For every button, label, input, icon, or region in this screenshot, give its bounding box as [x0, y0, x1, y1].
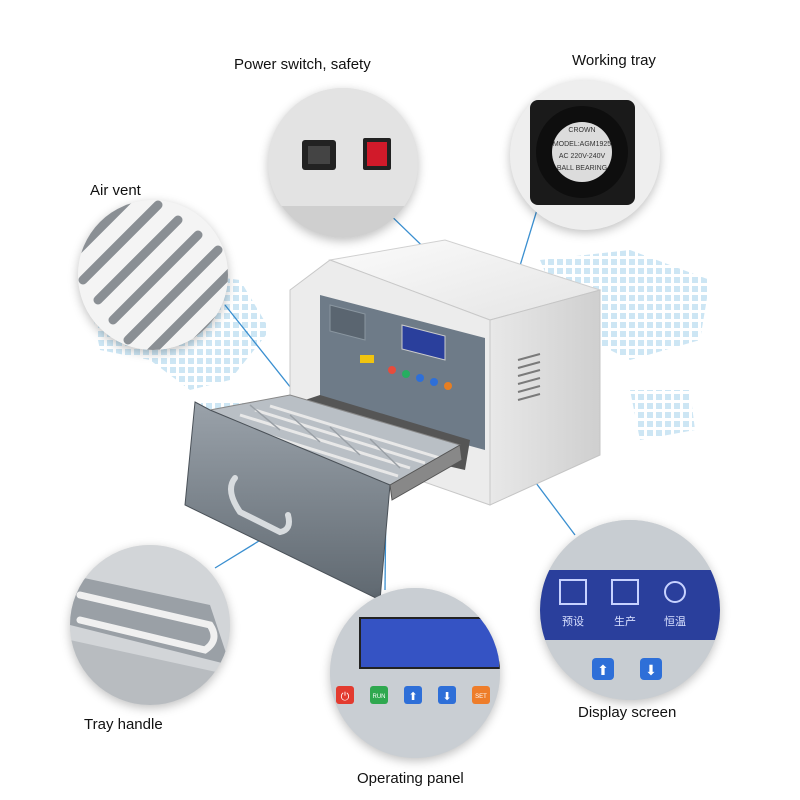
svg-text:⬆: ⬆	[597, 663, 609, 679]
svg-text:⬇: ⬇	[442, 690, 451, 703]
svg-text:⬆: ⬆	[408, 690, 417, 703]
set-button-label: SET	[475, 694, 487, 700]
tray-handle-detail	[70, 545, 230, 705]
operating-panel-detail: ⏻ RUN ⬆ ⬇ SET	[330, 588, 500, 758]
display-constant-temp: 恒温	[664, 615, 686, 628]
run-button-label: RUN	[373, 694, 386, 700]
fan-spec-2: BALL BEARING	[557, 165, 607, 172]
svg-text:⏻: ⏻	[341, 690, 350, 703]
label-working-tray: Working tray	[572, 52, 656, 69]
label-operating-panel: Operating panel	[357, 770, 464, 787]
label-display-screen: Display screen	[578, 704, 677, 721]
display-production: 生产	[614, 614, 636, 628]
display-preset: 预设	[562, 615, 584, 628]
power-switch-detail	[268, 88, 418, 238]
fan-brand: CROWN	[568, 127, 595, 134]
reflow-oven	[184, 239, 602, 601]
fan-model: MODEL:AGM1925	[553, 141, 611, 148]
label-tray-handle: Tray handle	[84, 716, 163, 733]
fan-detail: CROWN MODEL:AGM1925 AC 220V-240V BALL BE…	[510, 80, 660, 230]
label-air-vent: Air vent	[90, 182, 141, 199]
air-vent-detail	[78, 200, 228, 350]
fan-spec-1: AC 220V-240V	[559, 153, 606, 160]
display-screen-detail: 预设 生产 恒温 ⬆ ⬇	[540, 520, 720, 700]
svg-text:⬇: ⬇	[645, 663, 657, 679]
label-power-switch: Power switch, safety	[234, 56, 371, 73]
